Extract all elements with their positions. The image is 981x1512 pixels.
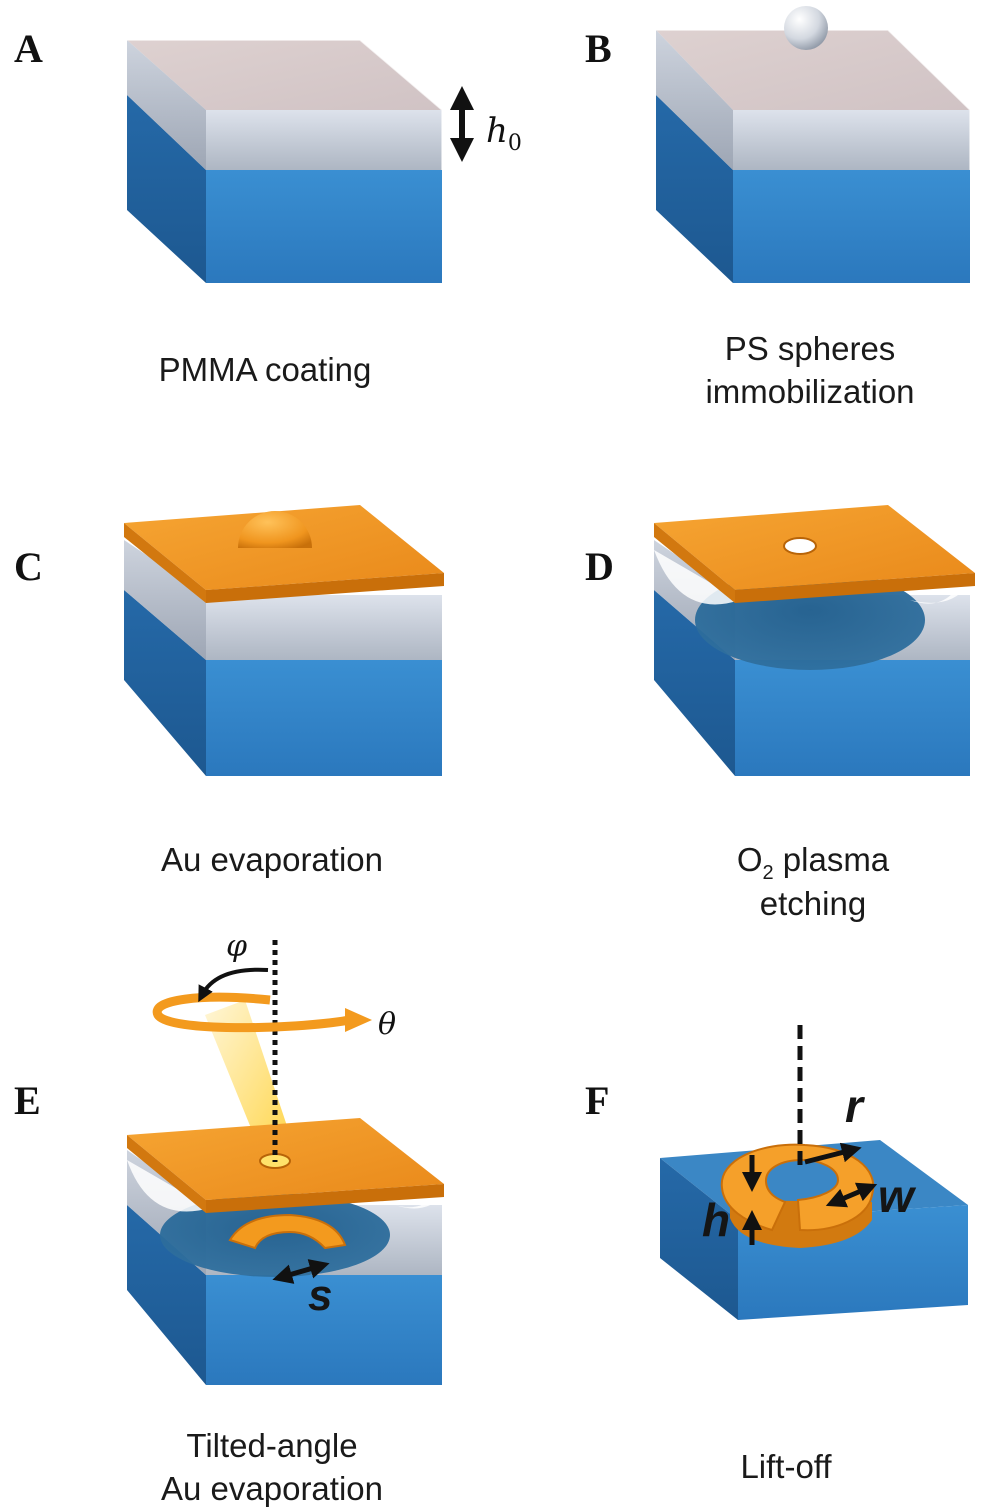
- deposited-split-ring-e: [228, 1213, 347, 1250]
- radius-arrow: [804, 1142, 862, 1165]
- gap-arrow-s: [272, 1259, 330, 1284]
- substrate-block-e: [127, 1205, 442, 1385]
- phi-label: φ: [226, 929, 247, 964]
- nanohole: [783, 537, 817, 555]
- h-label: h: [702, 1194, 730, 1246]
- caption-f: Lift-off: [740, 1448, 832, 1485]
- phi-arrow: [198, 967, 269, 1003]
- h0-label: h0: [486, 111, 522, 156]
- panel-e: E φ θ s Tilted-ang: [14, 929, 444, 1507]
- panel-letter-c: C: [14, 544, 43, 589]
- panel-c: C Au evaporation: [14, 505, 444, 878]
- panel-b: B PS spheres immobilization: [585, 6, 971, 410]
- w-label: w: [878, 1170, 917, 1222]
- panel-letter-b: B: [585, 26, 612, 71]
- pmma-layer-c: [124, 540, 442, 660]
- gold-coated-sphere: [238, 511, 312, 548]
- substrate-block-a: [127, 95, 442, 283]
- panel-letter-a: A: [14, 26, 43, 71]
- width-arrow: [825, 1182, 878, 1208]
- ps-sphere: [784, 6, 828, 50]
- split-ring-resonator: [720, 1143, 875, 1248]
- s-label: s: [308, 1271, 332, 1320]
- caption-d-line2: etching: [760, 885, 866, 922]
- caption-a: PMMA coating: [159, 351, 372, 388]
- rotation-ring-e: [152, 992, 372, 1033]
- caption-b-line2: immobilization: [705, 373, 914, 410]
- panel-d: D O2 plasma etching: [585, 505, 975, 922]
- substrate-block-c: [124, 590, 442, 776]
- undercut-cavity-e: [160, 1193, 390, 1277]
- caption-c: Au evaporation: [161, 841, 383, 878]
- pmma-layer-a: [127, 39, 443, 170]
- caption-e-line2: Au evaporation: [161, 1470, 383, 1507]
- substrate-block-b: [656, 95, 970, 283]
- r-label: r: [845, 1080, 865, 1132]
- panel-letter-e: E: [14, 1078, 41, 1123]
- caption-d-line1: O2 plasma: [737, 841, 890, 884]
- panel-f: F r h w Lift-off: [585, 1025, 968, 1485]
- caption-e-line1: Tilted-angle: [186, 1427, 357, 1464]
- theta-label: θ: [378, 1007, 396, 1042]
- panel-letter-f: F: [585, 1078, 609, 1123]
- panel-a: A h0 PMMA coating: [14, 26, 522, 388]
- panel-letter-d: D: [585, 544, 614, 589]
- substrate-block-d: [654, 590, 970, 776]
- pmma-layer-b: [656, 29, 971, 170]
- caption-b-line1: PS spheres: [725, 330, 896, 367]
- gold-film-c: [124, 505, 444, 603]
